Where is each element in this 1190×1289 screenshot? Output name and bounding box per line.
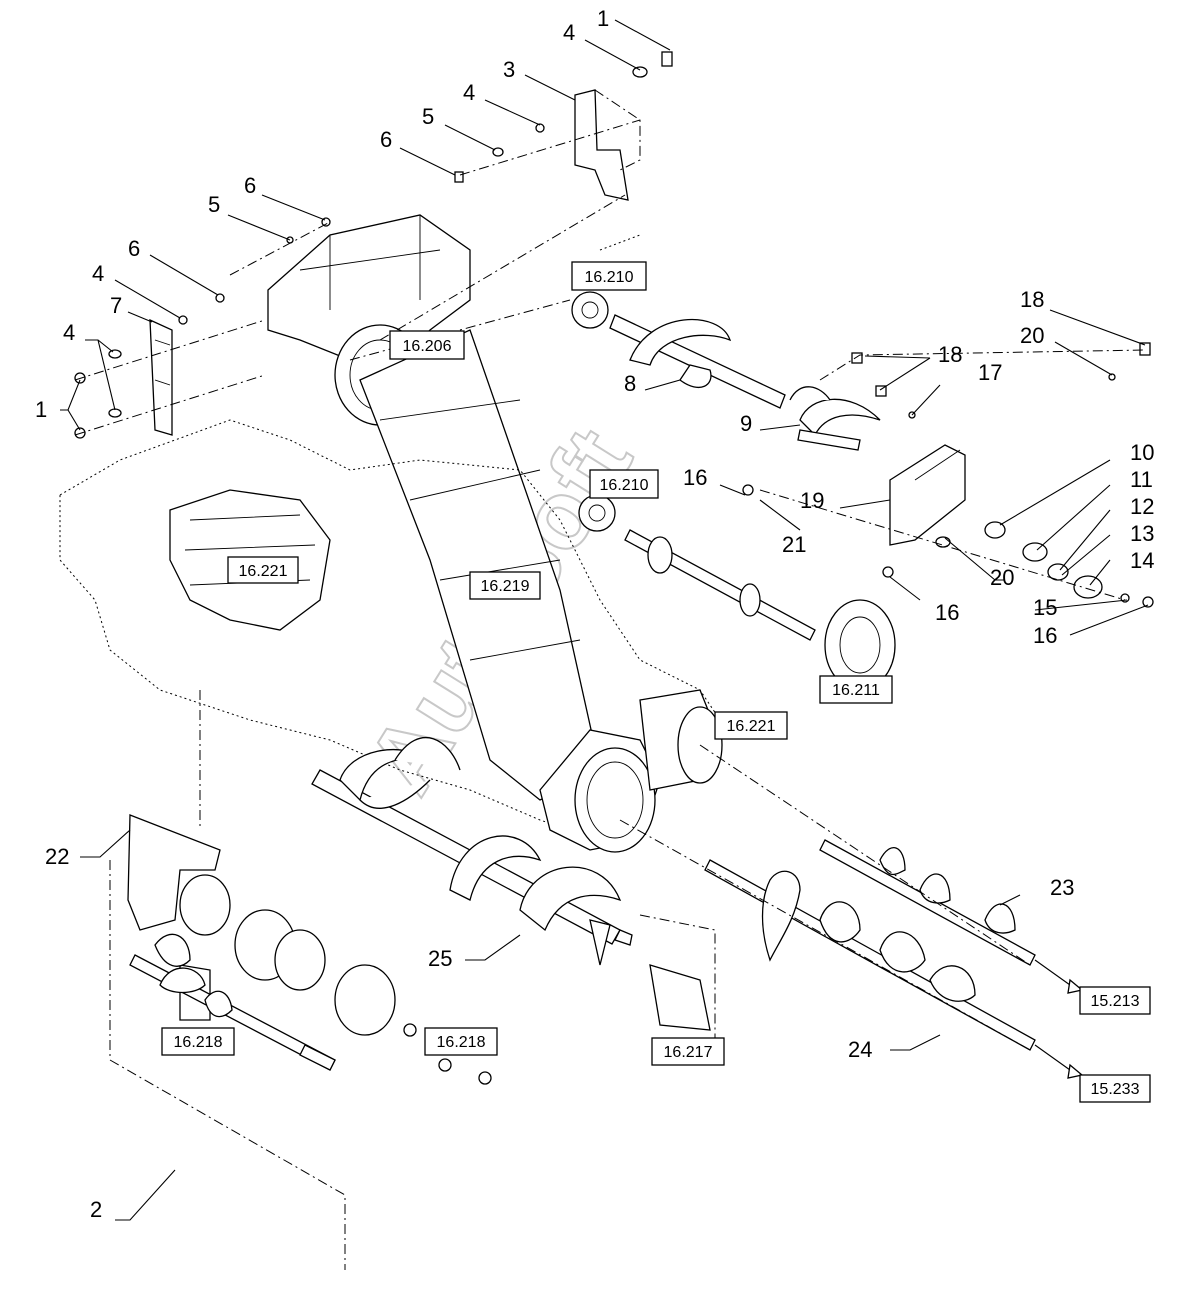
auger-2 (129, 933, 336, 1071)
callout-1: 1 (597, 6, 609, 31)
ref-box-16-219: 16.219 (469, 571, 541, 600)
svg-text:16.217: 16.217 (664, 1044, 713, 1061)
callout-10: 10 (1130, 440, 1154, 465)
ref-box-16-218-right: 16.218 (424, 1027, 498, 1056)
callout-13: 13 (1130, 521, 1154, 546)
svg-text:16.218: 16.218 (437, 1034, 486, 1051)
svg-text:15.233: 15.233 (1091, 1081, 1140, 1098)
svg-text:16.210: 16.210 (600, 477, 649, 494)
middle-shaft (578, 484, 896, 691)
callout-17: 17 (978, 360, 1002, 385)
leader-lines (60, 19, 1149, 1221)
svg-text:16.219: 16.219 (481, 578, 530, 595)
callout-4: 4 (63, 320, 75, 345)
callout-7: 7 (110, 293, 122, 318)
augers-23-24 (704, 839, 1084, 1079)
housing-22 (127, 814, 711, 1085)
callout-3: 3 (503, 57, 515, 82)
callout-21: 21 (782, 532, 806, 557)
svg-text:16.211: 16.211 (832, 682, 880, 699)
svg-text:16.221: 16.221 (727, 718, 776, 735)
callout-18: 18 (938, 342, 962, 367)
callout-16: 16 (683, 465, 707, 490)
callout-20: 20 (990, 565, 1014, 590)
callout-6: 6 (128, 236, 140, 261)
svg-text:16.218: 16.218 (174, 1034, 223, 1051)
callout-15: 15 (1033, 595, 1057, 620)
callout-9: 9 (740, 411, 752, 436)
svg-text:16.206: 16.206 (403, 338, 452, 355)
callout-8: 8 (624, 371, 636, 396)
callout-5: 5 (422, 104, 434, 129)
callout-18: 18 (1020, 287, 1044, 312)
ref-box-15-213: 15.213 (1079, 986, 1151, 1015)
main-housing (59, 214, 723, 853)
upper-auger-8 (571, 234, 786, 409)
callout-4: 4 (463, 80, 475, 105)
ref-box-16-211: 16.211 (819, 675, 893, 704)
callout-22: 22 (45, 844, 69, 869)
callout-12: 12 (1130, 494, 1154, 519)
callout-4: 4 (563, 20, 575, 45)
top-hardware (454, 51, 673, 183)
auger-25 (311, 737, 633, 966)
callout-2: 2 (90, 1197, 102, 1222)
ref-box-16-218-left: 16.218 (161, 1027, 235, 1056)
callout-11: 11 (1130, 467, 1153, 492)
ref-box-15-233: 15.233 (1079, 1074, 1151, 1103)
callout-23: 23 (1050, 875, 1074, 900)
ref-box-16-210-middle: 16.210 (589, 469, 659, 499)
ref-box-16-210-top: 16.210 (571, 261, 647, 291)
callout-24: 24 (848, 1037, 872, 1062)
callout-25: 25 (428, 946, 452, 971)
reference-boxes: 16.210 16.206 16.210 16.221 16.219 16.21… (161, 261, 1151, 1103)
ref-box-16-206: 16.206 (389, 330, 465, 360)
callout-16: 16 (935, 600, 959, 625)
callout-6: 6 (244, 173, 256, 198)
callout-5: 5 (208, 192, 220, 217)
callout-4: 4 (92, 261, 104, 286)
ref-box-16-221-right: 16.221 (714, 711, 788, 740)
guard-plate-3 (574, 89, 641, 201)
ref-box-16-217: 16.217 (651, 1037, 725, 1066)
svg-text:15.213: 15.213 (1091, 993, 1140, 1010)
ref-box-16-221-left: 16.221 (227, 556, 299, 584)
callout-14: 14 (1130, 548, 1154, 573)
bracket-19 (889, 444, 966, 546)
callout-20: 20 (1020, 323, 1044, 348)
bearing-stack (851, 342, 1154, 608)
callout-19: 19 (800, 488, 824, 513)
callout-16: 16 (1033, 623, 1057, 648)
bracket-7 (149, 318, 173, 436)
svg-text:16.221: 16.221 (239, 563, 288, 580)
callout-numbers: 1 4 3 4 5 6 6 5 6 4 7 4 1 8 9 16 21 18 2… (35, 6, 1154, 1222)
callout-1: 1 (35, 397, 47, 422)
svg-text:16.210: 16.210 (585, 269, 634, 286)
auger-9 (789, 386, 881, 451)
reference-lines (74, 119, 1146, 1270)
callout-6: 6 (380, 127, 392, 152)
